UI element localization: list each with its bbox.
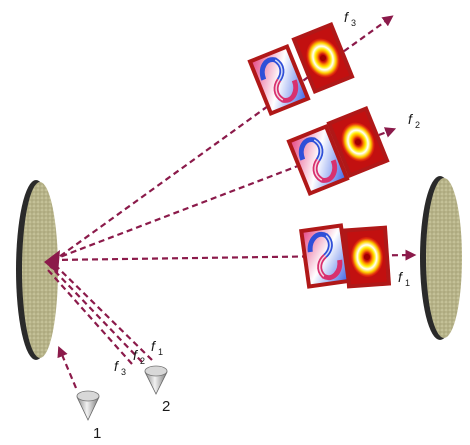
svg-text:3: 3 [121, 367, 126, 377]
incoming-label-f1: f 1 [151, 338, 163, 357]
beam-source-1 [60, 350, 76, 388]
svg-text:1: 1 [158, 347, 163, 357]
svg-text:f: f [151, 338, 157, 354]
right-mirror-icon [420, 176, 462, 340]
svg-text:f: f [398, 269, 404, 285]
svg-text:1: 1 [405, 278, 410, 288]
source-2-label: 2 [162, 398, 170, 415]
source-1-icon [77, 391, 99, 420]
beam-in-f2 [50, 266, 142, 362]
svg-text:f: f [133, 347, 139, 363]
svg-text:2: 2 [415, 120, 420, 130]
ring-intensity-icon [343, 226, 391, 289]
output-label-f3: f 3 [344, 9, 356, 28]
incoming-label-f3: f 3 [114, 358, 126, 377]
source-1-label: 1 [93, 425, 101, 442]
mode-pair-f3 [247, 22, 354, 116]
mode-pair-f2 [286, 106, 389, 196]
beam-paths [48, 18, 412, 388]
svg-text:2: 2 [140, 356, 145, 366]
svg-text:f: f [344, 9, 350, 25]
output-label-f2: f 2 [408, 111, 420, 130]
left-mirror-icon [16, 180, 58, 360]
beam-in-f1 [52, 262, 152, 360]
svg-text:f: f [114, 358, 120, 374]
svg-text:f: f [408, 111, 414, 127]
output-label-f1: f 1 [398, 269, 410, 288]
source-2-icon [145, 366, 167, 394]
svg-text:3: 3 [351, 18, 356, 28]
mode-pair-f1 [299, 223, 391, 289]
spiral-phase-icon [299, 223, 351, 289]
